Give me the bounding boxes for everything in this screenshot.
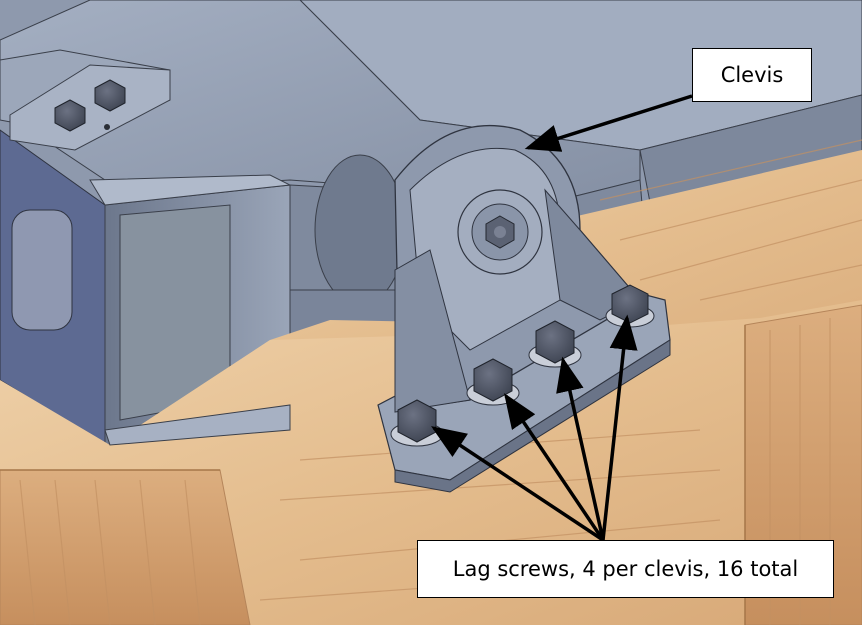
- clevis-callout: Clevis: [692, 48, 812, 102]
- lag-screws-callout: Lag screws, 4 per clevis, 16 total: [417, 540, 834, 598]
- cylinder-body: [314, 154, 406, 306]
- lag-screw-arrows: [431, 314, 638, 542]
- clevis-base-plate-edge: [394, 339, 671, 493]
- clevis-gusset-left: [394, 249, 471, 413]
- clevis-pin-icon: [457, 189, 543, 275]
- lag-screw-1: [390, 399, 444, 447]
- top-plate: [9, 64, 171, 151]
- beam-flange: [104, 404, 291, 446]
- hex-bolt-icon: [54, 79, 126, 132]
- wood-front-face: [0, 469, 251, 625]
- clevis-arrow: [524, 94, 693, 152]
- left-window: [11, 209, 73, 331]
